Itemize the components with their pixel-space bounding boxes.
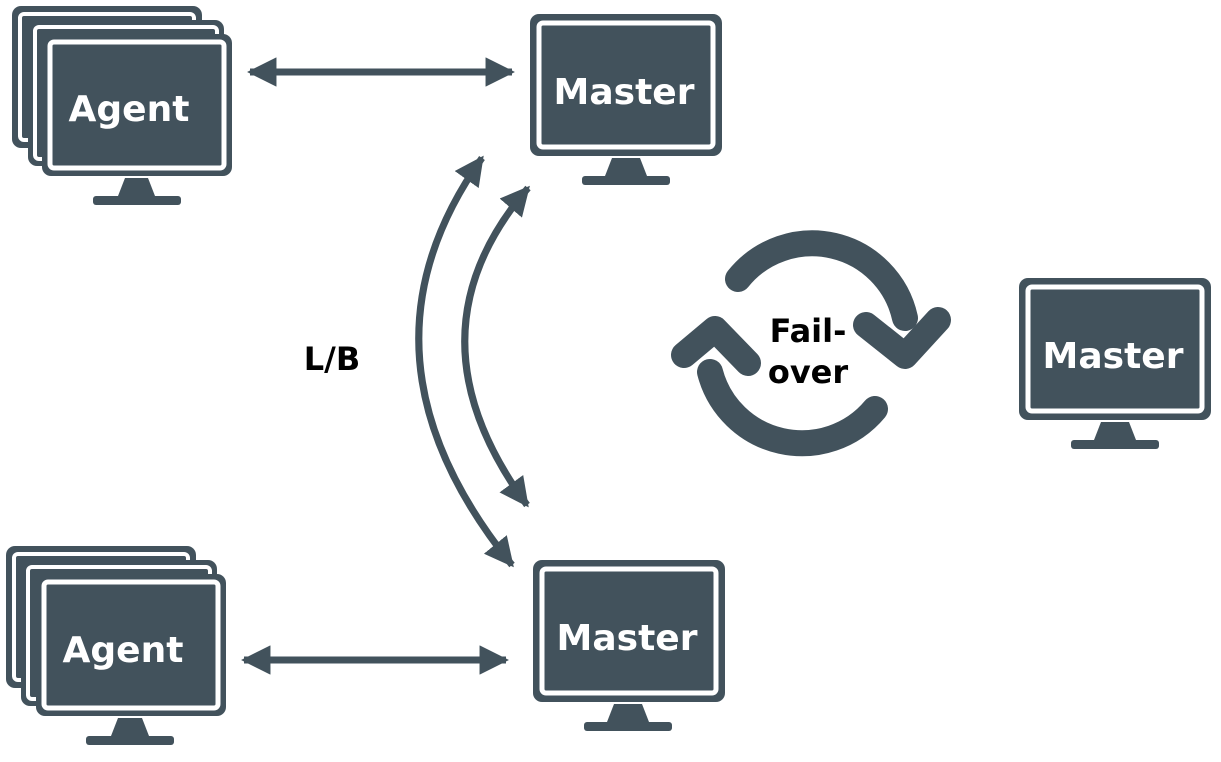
master-top-node: Master bbox=[530, 14, 722, 185]
monitor-icon bbox=[533, 560, 725, 731]
double-headed-arrow-icon bbox=[415, 155, 515, 568]
double-headed-arrow-icon bbox=[461, 185, 531, 508]
agent-top-label: Agent bbox=[69, 89, 190, 130]
failover-label-line2: over bbox=[768, 353, 849, 391]
load-balance-label: L/B bbox=[304, 340, 360, 378]
agent-bottom-label: Agent bbox=[63, 630, 184, 671]
master-bottom-node: Master bbox=[533, 560, 725, 731]
agent-bottom-node: Agent bbox=[6, 546, 226, 745]
monitor-icon bbox=[1019, 278, 1211, 449]
load-balance-links bbox=[415, 155, 531, 568]
master-top-label: Master bbox=[554, 72, 695, 113]
master-bottom-label: Master bbox=[557, 618, 698, 659]
refresh-cycle-icon bbox=[671, 230, 951, 457]
master-standby-label: Master bbox=[1043, 336, 1184, 377]
stacked-monitor-icon bbox=[12, 6, 232, 205]
stacked-monitor-icon bbox=[6, 546, 226, 745]
failover-label-line1: Fail- bbox=[770, 312, 847, 350]
agent-top-node: Agent bbox=[12, 6, 232, 205]
master-standby-node: Master bbox=[1019, 278, 1211, 449]
monitor-icon bbox=[530, 14, 722, 185]
